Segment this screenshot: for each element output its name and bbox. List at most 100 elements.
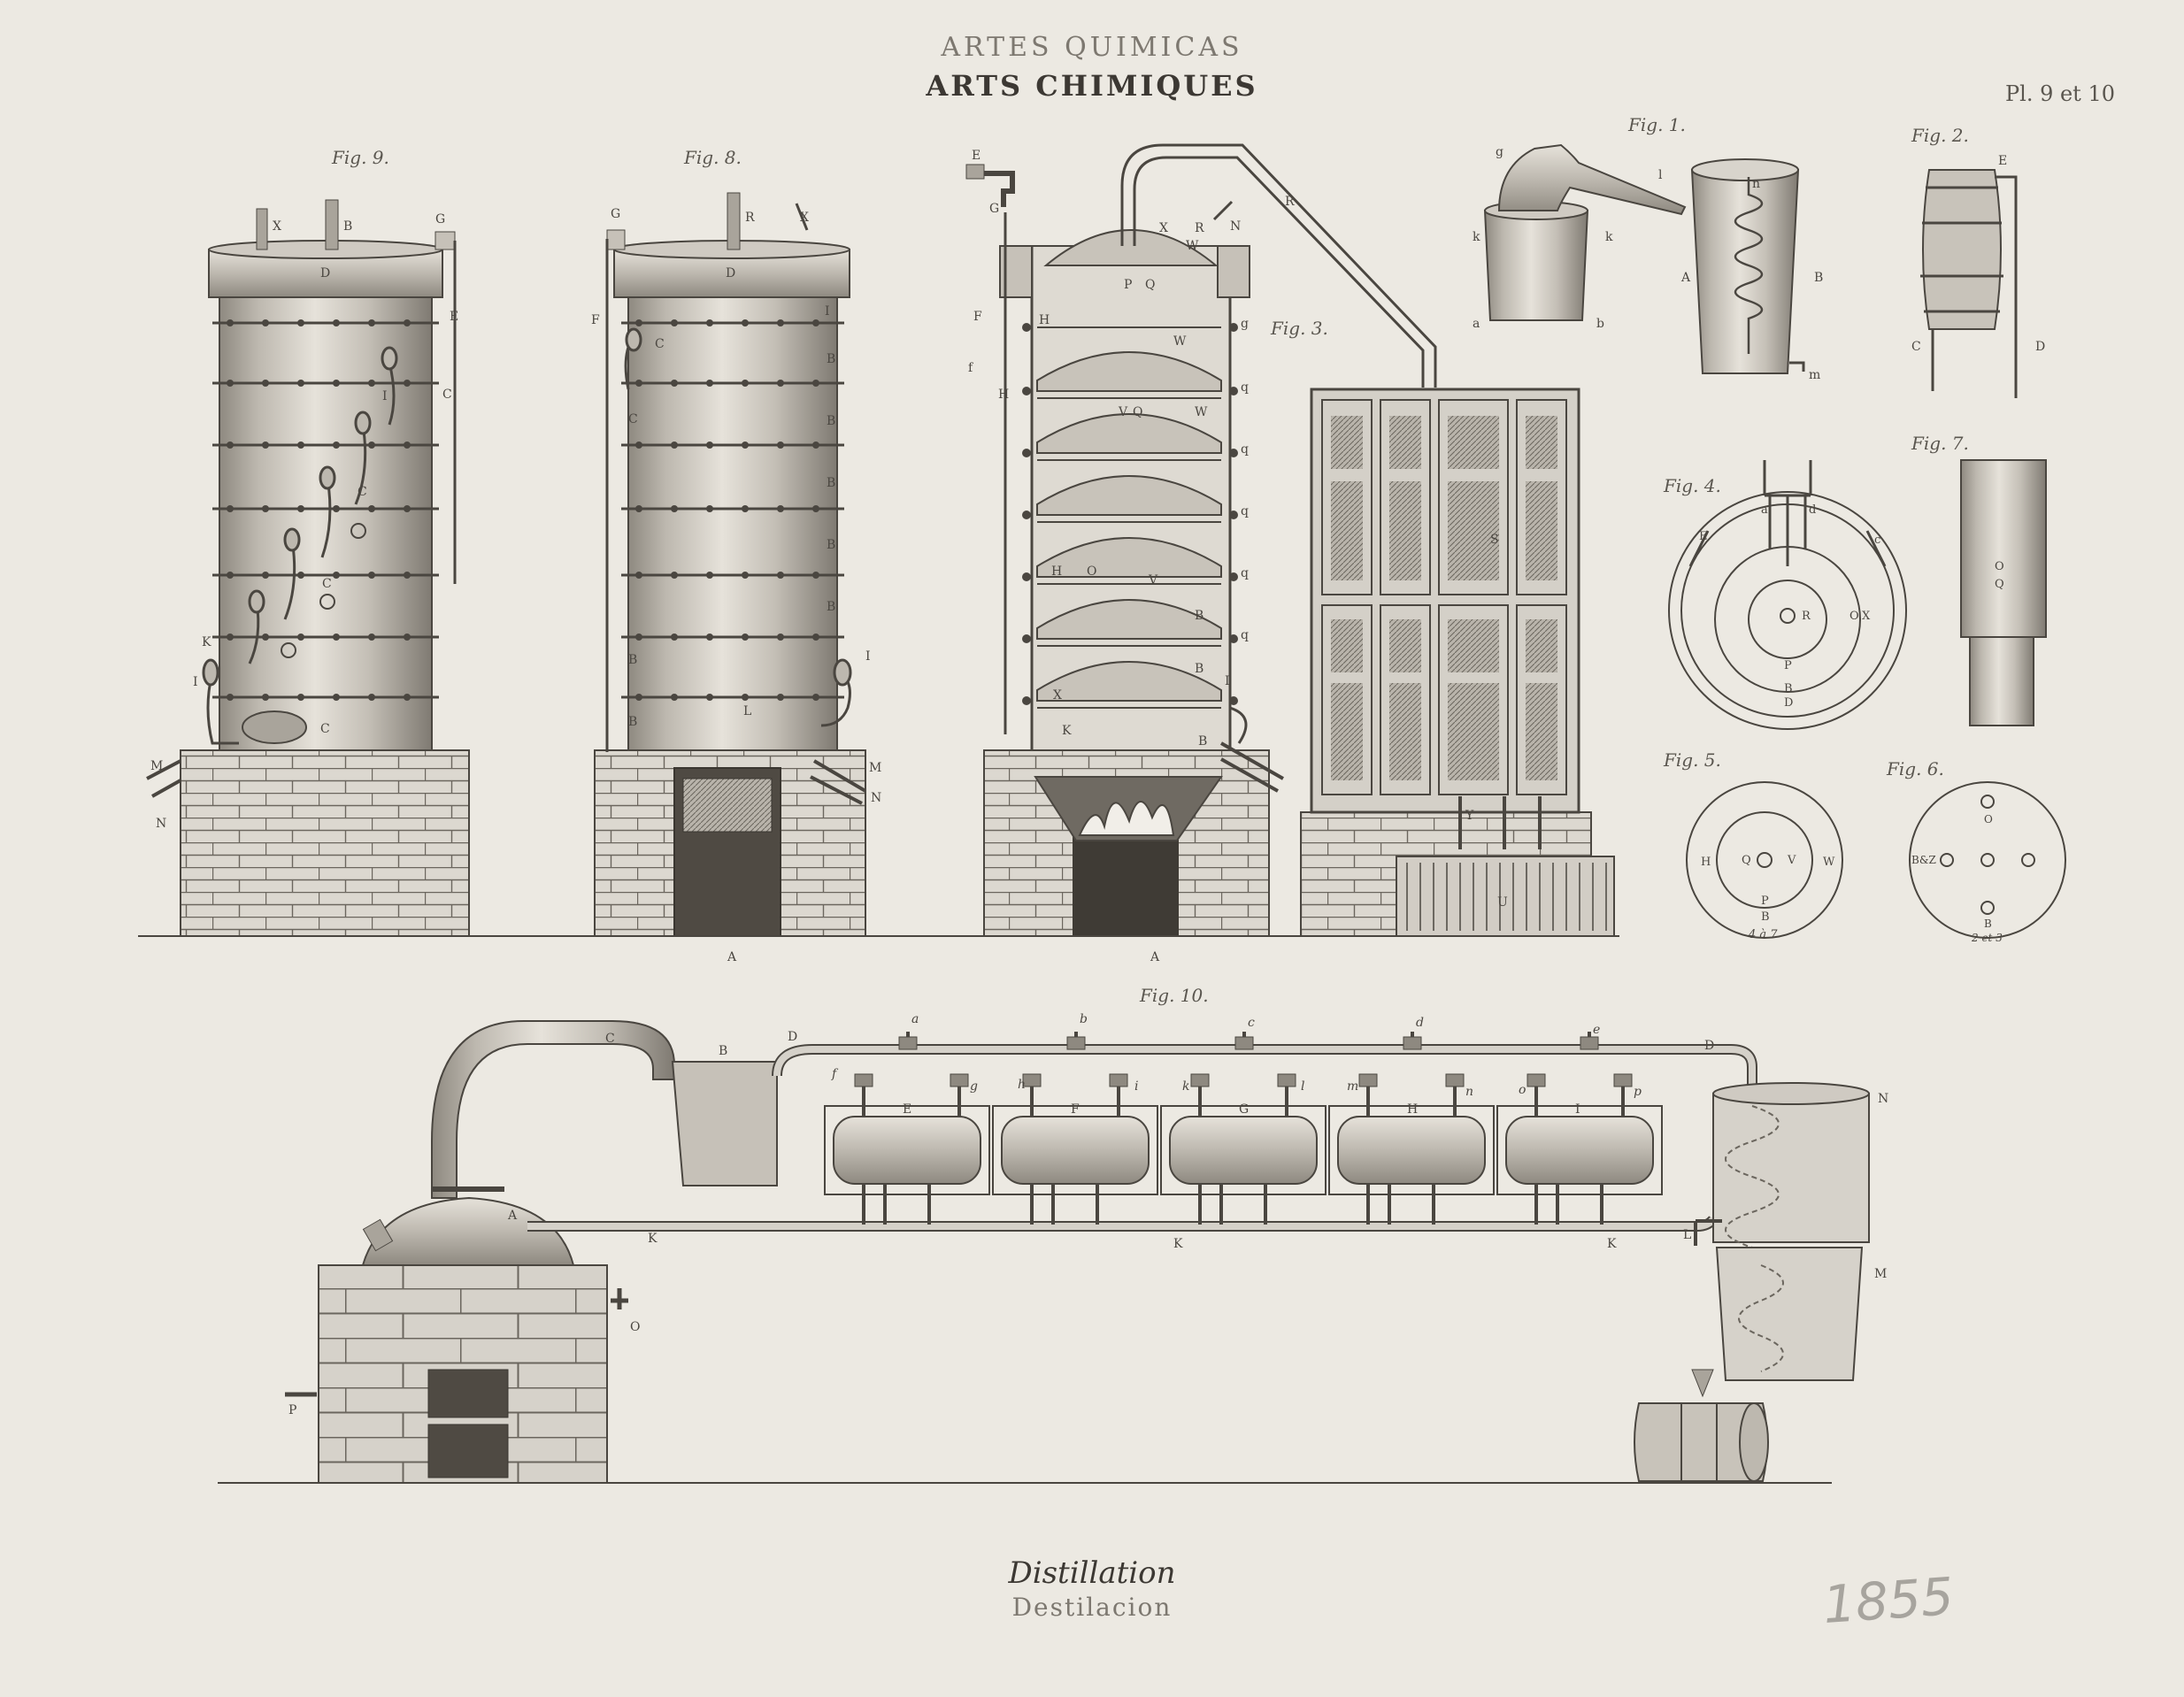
svg-text:E: E bbox=[903, 1102, 911, 1117]
svg-text:Y: Y bbox=[1465, 809, 1474, 823]
fig4-plan: Fig. 4. R O.X P B D E c a d bbox=[1663, 460, 1907, 730]
svg-text:V: V bbox=[1118, 405, 1128, 419]
svg-text:d: d bbox=[1809, 503, 1816, 517]
svg-text:B: B bbox=[827, 600, 835, 614]
svg-text:B: B bbox=[1195, 609, 1204, 623]
svg-text:C: C bbox=[605, 1032, 615, 1046]
svg-text:B: B bbox=[719, 1044, 727, 1058]
svg-text:G: G bbox=[989, 202, 999, 216]
fig6-plan: Fig. 6. B&Z O B 2 et 3 bbox=[1886, 758, 2066, 944]
svg-text:H: H bbox=[1039, 313, 1050, 327]
fig1-still: Fig. 1. g l n k k A B a b m bbox=[1473, 114, 1823, 382]
svg-text:P: P bbox=[1784, 659, 1792, 672]
fig3-label: Fig. 3. bbox=[1270, 318, 1328, 339]
fig8-label: Fig. 8. bbox=[683, 147, 742, 168]
svg-text:G: G bbox=[611, 207, 620, 221]
svg-text:q: q bbox=[1241, 504, 1249, 518]
svg-text:B: B bbox=[1814, 271, 1823, 285]
svg-text:I: I bbox=[382, 389, 388, 403]
svg-text:N: N bbox=[1230, 219, 1241, 234]
svg-text:I: I bbox=[193, 675, 198, 689]
svg-text:L: L bbox=[743, 704, 751, 718]
svg-text:c: c bbox=[1874, 534, 1880, 547]
svg-text:Q: Q bbox=[1995, 578, 2004, 591]
svg-text:f: f bbox=[968, 361, 974, 375]
svg-text:O: O bbox=[1995, 560, 2004, 573]
svg-text:G: G bbox=[1239, 1102, 1249, 1117]
svg-text:K: K bbox=[1062, 724, 1072, 738]
svg-text:k: k bbox=[1182, 1079, 1189, 1094]
svg-text:D: D bbox=[726, 266, 735, 280]
svg-text:F: F bbox=[973, 310, 982, 324]
svg-text:g: g bbox=[1496, 145, 1503, 159]
svg-text:O.X: O.X bbox=[1849, 610, 1871, 623]
svg-text:B: B bbox=[827, 476, 835, 490]
svg-text:d: d bbox=[1416, 1016, 1424, 1030]
fig2-barrel: Fig. 2. E C D bbox=[1911, 125, 2045, 398]
svg-text:B: B bbox=[1198, 734, 1207, 749]
fig7-tube: Fig. 7. O Q bbox=[1911, 433, 2047, 726]
svg-text:n: n bbox=[1752, 177, 1760, 191]
svg-text:A: A bbox=[727, 950, 737, 964]
svg-text:D: D bbox=[788, 1030, 797, 1044]
svg-text:P: P bbox=[1761, 895, 1769, 908]
svg-text:c: c bbox=[1248, 1016, 1255, 1030]
svg-text:I: I bbox=[825, 304, 830, 319]
svg-text:K: K bbox=[1173, 1237, 1183, 1251]
svg-text:E: E bbox=[972, 149, 980, 163]
svg-text:N: N bbox=[871, 791, 881, 805]
svg-text:Q: Q bbox=[1145, 278, 1155, 292]
svg-text:R: R bbox=[1802, 610, 1811, 623]
svg-text:F: F bbox=[591, 313, 600, 327]
svg-text:A: A bbox=[507, 1209, 518, 1223]
svg-text:X: X bbox=[800, 211, 809, 225]
fig5-label: Fig. 5. bbox=[1663, 749, 1721, 771]
svg-text:B: B bbox=[343, 219, 352, 234]
svg-text:b: b bbox=[1596, 317, 1604, 331]
svg-text:l: l bbox=[1658, 168, 1663, 182]
svg-text:X: X bbox=[1053, 688, 1062, 703]
svg-text:q: q bbox=[1241, 442, 1249, 457]
svg-text:C: C bbox=[442, 388, 452, 402]
svg-text:E: E bbox=[1699, 530, 1708, 543]
svg-text:B: B bbox=[827, 352, 835, 366]
plate-number: Pl. 9 et 10 bbox=[2005, 81, 2115, 106]
svg-text:q: q bbox=[1241, 380, 1249, 395]
svg-text:M: M bbox=[150, 759, 163, 773]
svg-text:D: D bbox=[1704, 1039, 1714, 1053]
svg-text:4 à 7: 4 à 7 bbox=[1748, 928, 1778, 941]
plate-title-french: ARTS CHIMIQUES bbox=[926, 69, 1258, 103]
fig9-label: Fig. 9. bbox=[331, 147, 389, 168]
svg-text:H: H bbox=[998, 388, 1009, 402]
svg-text:O: O bbox=[1984, 813, 1993, 825]
svg-text:C: C bbox=[358, 485, 367, 499]
svg-text:C: C bbox=[1911, 340, 1921, 354]
fig3-column-still: Fig. 3. bbox=[965, 143, 1437, 964]
svg-text:S: S bbox=[1490, 533, 1499, 547]
svg-text:D: D bbox=[2035, 340, 2045, 354]
svg-text:W: W bbox=[1186, 239, 1199, 253]
svg-text:W: W bbox=[1195, 405, 1208, 419]
caption-title-french: Distillation bbox=[1008, 1555, 1176, 1591]
fig10-label: Fig. 10. bbox=[1139, 985, 1209, 1006]
svg-text:n: n bbox=[1465, 1085, 1473, 1099]
svg-text:I: I bbox=[1575, 1102, 1580, 1117]
svg-text:g: g bbox=[970, 1079, 978, 1094]
svg-text:k: k bbox=[1605, 230, 1613, 244]
svg-text:C: C bbox=[628, 412, 638, 426]
svg-text:E: E bbox=[1998, 154, 2007, 168]
svg-text:H: H bbox=[1051, 564, 1062, 579]
svg-text:a: a bbox=[1473, 317, 1480, 331]
svg-text:B: B bbox=[827, 414, 835, 428]
fig10-continuous-still: Fig. 10. bbox=[285, 985, 1888, 1484]
svg-text:R: R bbox=[745, 211, 755, 225]
svg-text:a: a bbox=[911, 1012, 919, 1026]
fig6-label: Fig. 6. bbox=[1886, 758, 1944, 779]
pencil-date-note: 1855 bbox=[1820, 1565, 1956, 1636]
svg-text:X: X bbox=[273, 219, 281, 234]
svg-text:V: V bbox=[1148, 573, 1158, 587]
svg-text:f: f bbox=[831, 1067, 839, 1081]
svg-text:D: D bbox=[1784, 696, 1793, 710]
svg-text:e: e bbox=[1593, 1023, 1600, 1037]
